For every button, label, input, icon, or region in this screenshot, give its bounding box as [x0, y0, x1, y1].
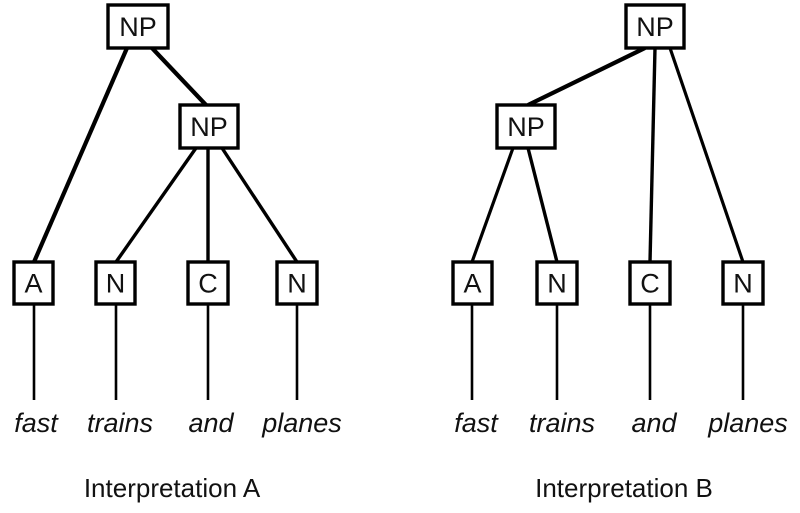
tree-edge-a-edge-np-n1 [114, 147, 198, 263]
node-label-b-pos-a: A [463, 269, 481, 299]
node-box-a-pos-c[interactable] [186, 260, 230, 306]
node-label-b-pos-n1: N [547, 269, 567, 299]
node-box-b-pos-c[interactable] [628, 260, 672, 306]
caption-interpretation-a: Interpretation A [84, 473, 261, 503]
caption-interpretation-b: Interpretation B [535, 473, 713, 503]
node-box-a-np-root[interactable] [106, 3, 170, 50]
node-box-a-pos-a[interactable] [12, 260, 55, 306]
leaf-word-a-leaf-trains: trains [87, 408, 153, 438]
leaf-word-a-leaf-fast: fast [14, 408, 59, 438]
node-label-a-pos-n2: N [287, 269, 307, 299]
tree-edge-a-edge-root-np [150, 46, 208, 107]
node-label-a-pos-c: C [198, 269, 218, 299]
node-label-b-np-root: NP [636, 12, 674, 42]
node-box-b-pos-a[interactable] [451, 260, 494, 306]
tree-edge-b-edge-root-n2 [668, 47, 745, 263]
tree-edge-a-edge-root-a [32, 47, 129, 263]
node-box-b-pos-n2[interactable] [721, 260, 765, 306]
node-label-a-np-root: NP [119, 12, 157, 42]
node-box-a-pos-n1[interactable] [94, 260, 137, 306]
node-box-b-np-inner[interactable] [495, 103, 557, 150]
node-label-a-np-inner: NP [190, 112, 228, 142]
leaf-word-a-leaf-and: and [188, 408, 234, 438]
node-label-a-pos-a: A [24, 269, 42, 299]
node-label-b-pos-n2: N [733, 269, 753, 299]
tree-edge-b-edge-root-np [527, 46, 646, 107]
node-label-b-np-inner: NP [507, 112, 545, 142]
node-box-b-np-root[interactable] [624, 3, 686, 50]
tree-edge-b-edge-np-n1 [526, 147, 559, 263]
leaf-word-a-leaf-planes: planes [261, 408, 342, 438]
node-label-a-pos-n1: N [106, 269, 126, 299]
tree-edge-b-edge-root-c [648, 47, 657, 263]
leaf-word-b-leaf-planes: planes [707, 408, 788, 438]
node-box-a-np-inner[interactable] [178, 103, 240, 150]
tree-edge-a-edge-np-n2 [220, 147, 299, 263]
node-label-b-pos-c: C [640, 269, 660, 299]
leaf-word-b-leaf-fast: fast [454, 408, 499, 438]
leaf-word-b-leaf-and: and [631, 408, 677, 438]
node-box-a-pos-n2[interactable] [275, 260, 319, 306]
tree-edge-b-edge-np-a [470, 147, 515, 263]
leaf-word-b-leaf-trains: trains [529, 408, 595, 438]
node-box-b-pos-n1[interactable] [535, 260, 579, 306]
